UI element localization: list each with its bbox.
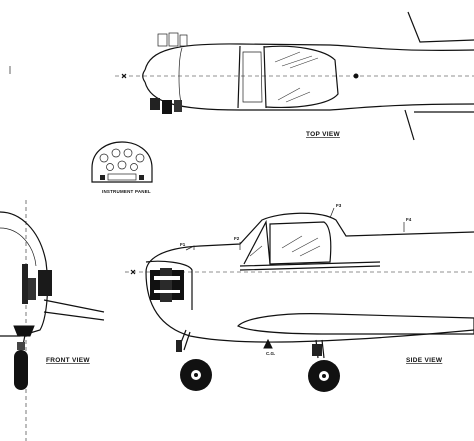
front-view-cowl — [0, 227, 37, 267]
top-view-canopy — [263, 45, 339, 109]
top-view-wing-root — [407, 11, 474, 43]
side-view-label: SIDE VIEW — [406, 357, 443, 364]
side-view-fuselage — [145, 212, 474, 343]
top-view-nose — [142, 69, 146, 83]
side-view-windshield-glass — [249, 245, 263, 257]
instrument-panel: INSTRUMENT PANEL — [91, 141, 153, 194]
side-view-engine — [150, 268, 184, 302]
side-view-stripe — [239, 261, 381, 271]
top-view-engine-cylinders-lower — [150, 98, 182, 114]
cg-label: C.G. — [266, 351, 275, 356]
station-f3: F3 — [336, 203, 342, 208]
top-view-engine-cylinders-upper — [157, 32, 188, 47]
cg-marker — [263, 338, 273, 349]
top-view-fuselage — [144, 43, 474, 111]
instrument-panel-label: INSTRUMENT PANEL — [102, 189, 151, 194]
front-view: FRONT VIEW — [0, 200, 105, 441]
instrument-panel-outline — [91, 141, 153, 183]
side-view-edge-marker — [130, 269, 136, 275]
top-view: TOP VIEW — [115, 11, 474, 141]
side-view-nose-gear — [176, 329, 212, 391]
top-view-canopy-glass-2 — [277, 87, 311, 103]
top-view-windshield — [237, 45, 267, 109]
station-f4: F4 — [406, 217, 412, 222]
front-view-wheel — [14, 350, 28, 390]
top-view-canopy-inner — [242, 51, 263, 103]
side-view-main-gear — [308, 339, 340, 392]
side-view-cowl — [145, 260, 193, 310]
top-view-label: TOP VIEW — [306, 131, 341, 138]
top-view-canopy-glass-1 — [274, 51, 319, 69]
front-view-wing — [43, 299, 105, 321]
front-view-engine — [38, 270, 52, 296]
station-f2: F2 — [234, 236, 240, 241]
station-f1: F1 — [180, 242, 186, 247]
side-view-cabin-window — [269, 221, 332, 265]
top-view-marker — [353, 73, 359, 79]
top-view-edge-marker — [121, 73, 127, 79]
side-view-wing — [236, 313, 474, 335]
top-view-wing-root-lower — [404, 109, 474, 141]
front-view-gear-bracket — [13, 325, 35, 337]
front-view-fuselage — [0, 211, 49, 337]
top-view-cowl-seam — [178, 47, 183, 107]
side-view-cabin-glass — [281, 235, 321, 257]
front-view-propeller — [22, 264, 28, 304]
side-view-windshield — [243, 219, 271, 265]
front-view-label: FRONT VIEW — [46, 357, 90, 364]
side-view: C.G. F1 F2 F3 F4 SIDE VIEW — [125, 203, 474, 392]
